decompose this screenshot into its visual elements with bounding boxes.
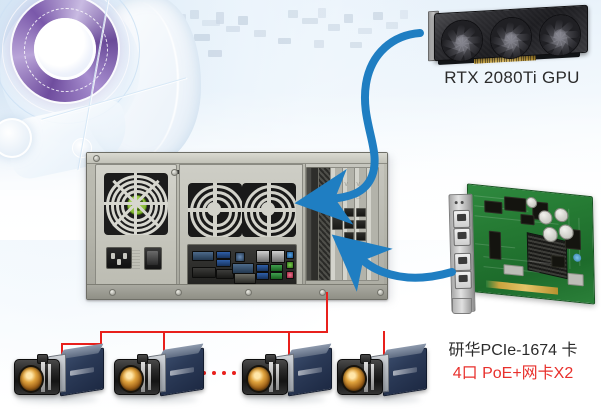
nic-io-bracket [448,194,475,313]
camera-bus-trunk [326,292,328,333]
nic-label: 研华PCIe-1674 卡 [428,336,598,360]
nic-rj45-port-4[interactable] [454,271,471,289]
chassis-screw [319,289,326,296]
camera-lens [114,359,160,395]
dvi-port[interactable] [192,267,216,278]
power-supply-module [95,164,177,288]
ellipsis-dot [212,371,216,375]
usb-port-2[interactable] [216,259,231,267]
ai-robot-head-graphic [0,0,209,165]
nic-sublabel: 4口 PoE+网卡X2 [428,359,598,383]
camera-bus-right-end [383,331,385,333]
ellipsis-dot [232,371,236,375]
installed-nic-right-rj45-4[interactable] [356,244,366,253]
pc-chassis: V ▭▭ V ▭▭ [86,152,388,300]
nic-led [455,201,458,204]
nic-bracket-tab [452,298,472,314]
nic-chip [504,196,526,212]
industrial-pc: V ▭▭ V ▭▭ [86,152,388,300]
lens-glass [246,365,272,393]
nic-chip [489,231,502,260]
installed-nic-left-rj45-2[interactable] [344,220,354,229]
gpu-label: RTX 2080Ti GPU [428,68,596,88]
lens-glass [341,365,367,393]
audio-jack-pink[interactable] [286,271,294,279]
lan-port-2[interactable] [271,250,285,263]
installed-nic-right-rj45-3[interactable] [356,232,366,241]
lan-port-1[interactable] [256,250,270,263]
installed-nic-right-marking: V [357,182,361,188]
power-switch[interactable] [144,247,162,270]
ellipsis-dot [222,371,226,375]
installed-nic-right-marking-2: ▭▭ [356,192,361,200]
chassis-screw [109,289,116,296]
chassis-screw [377,289,384,296]
nic-rj45-port-3[interactable] [454,253,471,271]
usb-port-3[interactable] [256,264,269,272]
audio-jack-blue[interactable] [286,251,294,259]
nic-capacitor [554,207,568,222]
nic-rj45-port-1[interactable] [453,210,470,228]
camera-lens [14,359,60,395]
serial-port-com1[interactable] [192,251,214,261]
nic-led [461,201,464,204]
installed-nic-left-rj45-3[interactable] [344,232,354,241]
usb-port-1[interactable] [216,251,231,259]
usb-port-5[interactable] [270,264,283,272]
installed-nic-left-marking-2: ▭▭ [344,192,349,200]
nic-card [444,188,594,316]
pcie-slot-blank-4[interactable] [366,167,379,281]
lens-glass [18,365,44,393]
chassis-screw [171,169,178,176]
nic-capacitor [526,196,537,208]
motherboard-panel [179,164,303,288]
installed-nic-left-rj45-1[interactable] [344,208,354,217]
psu-fan-grille [104,173,168,235]
iec-power-inlet[interactable] [106,247,132,269]
pc-top-edge [87,153,387,164]
camera-lens [337,359,383,395]
psu-printed-text [132,249,140,269]
installed-nic-left-rj45-4[interactable] [344,244,354,253]
dvi-port-2[interactable] [234,273,256,284]
installed-card-dvi-port [332,212,343,230]
chassis-screw [245,289,252,296]
camera-bus-horizontal [100,331,328,333]
camera-lens [242,359,288,395]
nic-chip [551,255,565,268]
nic-rj45-port-2[interactable] [453,228,470,246]
ps2-port[interactable] [235,252,245,262]
nic-chip [520,214,534,225]
nic-capacitor [559,224,574,241]
installed-nic-right-rj45-1[interactable] [356,208,366,217]
camera-4 [335,345,427,405]
nic-indicator [573,253,581,262]
pc-bottom-rail [87,284,387,299]
installed-nic-left-marking: V [345,182,349,188]
usb-port-4[interactable] [256,272,269,280]
chassis-screw [93,155,100,162]
pcie-slot-column[interactable]: V ▭▭ V ▭▭ [305,164,384,286]
usb-port-6[interactable] [270,272,283,280]
camera-2 [112,345,204,405]
nic-chip [484,200,502,214]
chassis-screw [175,289,182,296]
nic-chip [503,264,523,276]
nic-chip [568,273,584,287]
io-port-panel[interactable] [187,244,297,286]
gpu-card [428,5,593,67]
gpu-shroud [434,5,588,62]
installed-nic-right-rj45-2[interactable] [356,220,366,229]
camera-3 [240,345,332,405]
system-fan-right [242,183,296,237]
camera-1 [12,345,104,405]
system-fan-left [188,183,242,237]
lens-glass [118,365,144,393]
audio-jack-green[interactable] [286,261,294,269]
